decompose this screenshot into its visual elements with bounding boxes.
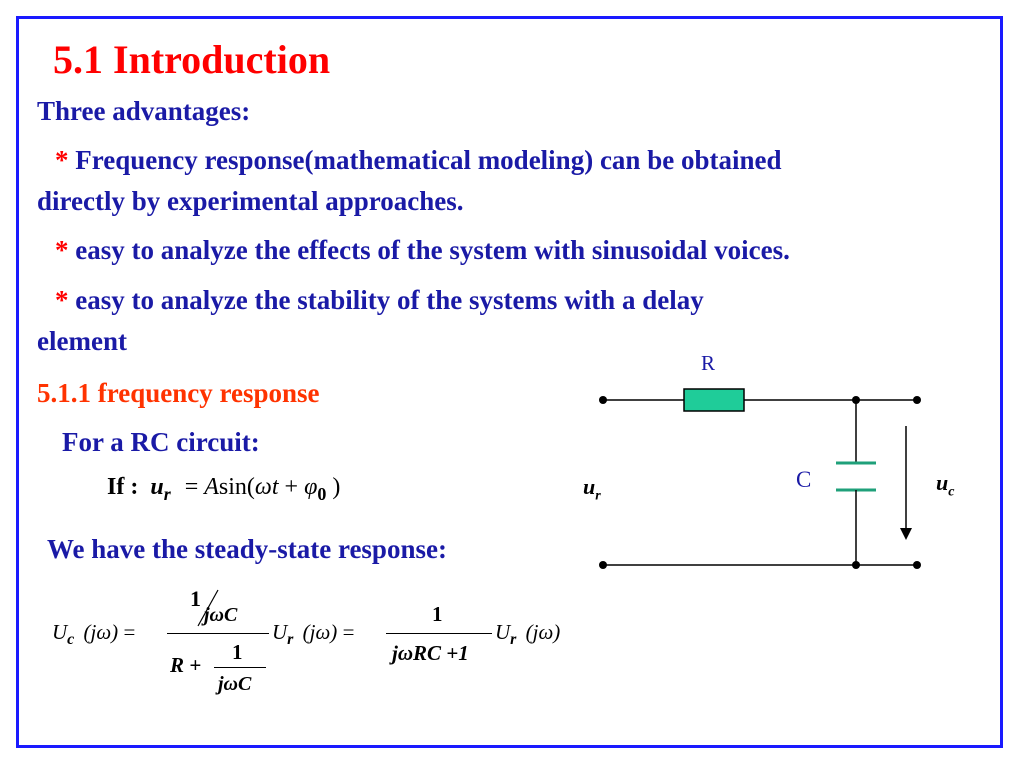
eq2-frac1-bar — [167, 633, 269, 634]
eq2-arg3: (jω) — [525, 620, 561, 644]
slide-border — [16, 16, 1003, 748]
eq2-den-den: jωC — [218, 673, 252, 695]
eq2-num-top: 1 — [190, 586, 201, 611]
eq2-Uc-sub: c — [67, 631, 75, 649]
eq1-u: u — [150, 474, 164, 500]
rc-intro: For a RC circuit: — [62, 427, 260, 457]
eq2-eq1: = — [123, 620, 136, 644]
uc-label: uc — [936, 470, 954, 500]
terminal-top-right — [913, 396, 921, 404]
eq1-close: ) — [332, 474, 341, 500]
eq1-sin: sin( — [218, 474, 255, 500]
advantages-heading: Three advantages: — [37, 96, 251, 126]
eq2-den-R: R + — [170, 653, 202, 677]
resistor-label: R — [701, 351, 716, 375]
terminal-top-left — [599, 396, 607, 404]
eq2-mid: Ur (jω) = — [272, 620, 354, 649]
eq2-slash — [197, 589, 219, 627]
eq1-u-sub: r — [163, 483, 171, 504]
eq1-if: If : — [107, 474, 139, 500]
eq2-frac2-num: 1 — [432, 602, 443, 626]
eq2-Ur2-sub: r — [510, 631, 517, 649]
bullet-2-star: * — [55, 235, 69, 265]
equation-input: If : ur = Asin(ωt + φ0 ) — [107, 474, 340, 505]
bullet-2-text: easy to analyze the effects of the syste… — [68, 235, 790, 265]
eq2-num-bottom: jωC — [204, 604, 238, 626]
bullet-1-line2: directly by experimental approaches. — [37, 186, 464, 216]
bullet-1-line1: * Frequency response(mathematical modeli… — [55, 145, 781, 176]
eq2-den-bar — [214, 667, 266, 668]
node-top — [852, 396, 860, 404]
terminal-bottom-right — [913, 561, 921, 569]
bullet-1-text: Frequency response(mathematical modeling… — [68, 145, 782, 175]
ur-letter: u — [583, 474, 596, 499]
eq2-frac2-bar — [386, 633, 492, 634]
eq1-phi: φ — [304, 474, 318, 500]
steady-state-text: We have the steady-state response: — [47, 534, 447, 564]
subsection-heading: 5.1.1 frequency response — [37, 378, 320, 408]
resistor-icon — [683, 388, 745, 412]
bullet-3-star: * — [55, 285, 69, 315]
eq2-arg1: (jω) — [83, 620, 119, 644]
eq1-phi-sub: 0 — [317, 483, 327, 504]
node-bottom — [852, 561, 860, 569]
bullet-2-line1: * easy to analyze the effects of the sys… — [55, 235, 790, 266]
slide-title: 5.1 Introduction — [53, 37, 331, 82]
ur-label: ur — [583, 474, 601, 504]
eq1-plus: + — [284, 474, 299, 500]
eq2-frac2-den: jωRC +1 — [392, 641, 469, 665]
ur-sub: r — [595, 488, 601, 504]
uc-sub: c — [948, 484, 955, 500]
eq1-equals: = — [184, 474, 199, 500]
eq2-den-num: 1 — [232, 640, 243, 664]
eq2-Uc: U — [52, 620, 68, 644]
eq2-lhs: Uc (jω) = — [52, 620, 135, 649]
capacitor-label: C — [796, 467, 812, 492]
rc-circuit-diagram — [599, 388, 921, 569]
bullet-3-text: easy to analyze the stability of the sys… — [68, 285, 704, 315]
eq1-A: A — [204, 474, 219, 500]
eq2-Ur1-sub: r — [287, 631, 294, 649]
bullet-1-star: * — [55, 145, 69, 175]
eq2-rhs: Ur (jω) — [495, 620, 560, 649]
eq2-arg2: (jω) — [302, 620, 338, 644]
arrow-down-icon — [900, 528, 912, 540]
eq1-omega-t: ωt — [254, 474, 279, 500]
terminal-bottom-left — [599, 561, 607, 569]
bullet-3-line1: * easy to analyze the stability of the s… — [55, 285, 704, 316]
eq2-Ur2: U — [495, 620, 511, 644]
bullet-3-line2: element — [37, 326, 127, 356]
uc-letter: u — [936, 470, 949, 495]
eq2-Ur1: U — [272, 620, 288, 644]
eq2-eq2: = — [342, 620, 355, 644]
